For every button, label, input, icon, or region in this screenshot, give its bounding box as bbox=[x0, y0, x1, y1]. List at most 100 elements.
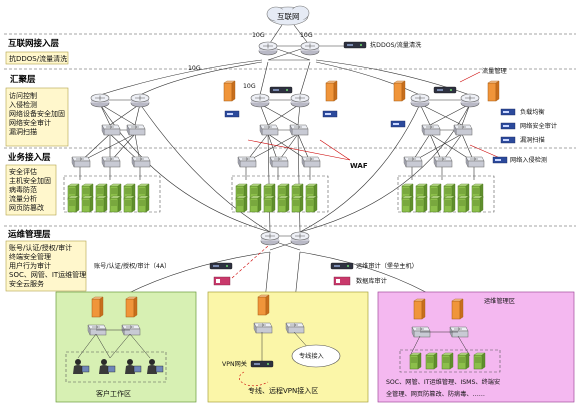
ops-layer-devices: 账号/认证/授权/审计（4A） 运维审计（堡垒主机） 数据库审计 bbox=[94, 231, 418, 286]
firewall bbox=[487, 80, 500, 102]
cloud-label: 互联网 bbox=[277, 12, 300, 21]
layer-item: 网络设备安全加固 bbox=[9, 109, 65, 118]
layer-item: 漏洞扫描 bbox=[9, 127, 37, 136]
link-label: 10G bbox=[252, 32, 265, 39]
zone-ops-desc-1: SOC、网管、IT运维管理、ISMS、终端安 bbox=[386, 378, 500, 386]
audit-box bbox=[224, 110, 240, 118]
ddos-appliance bbox=[343, 41, 367, 49]
zone-client-workspace: 客户工作区 bbox=[55, 291, 197, 403]
layer-ops-management: 运维管理层 账号/认证/授权/审计 终端安全管理 用户行为审计 SOC、网管、I… bbox=[5, 229, 87, 292]
firewall bbox=[325, 80, 338, 102]
four-a-redbox bbox=[213, 276, 231, 286]
switch bbox=[421, 124, 441, 136]
service-access-zone bbox=[63, 156, 495, 213]
zone-vpn-label: 专线、远程VPN接入区 bbox=[248, 386, 318, 395]
traffic-mgmt-appliance bbox=[433, 86, 457, 94]
ids-box bbox=[492, 156, 508, 164]
zone-client-label: 客户工作区 bbox=[96, 389, 131, 398]
link-label: 10G bbox=[243, 83, 256, 90]
link-label: 10G bbox=[188, 65, 201, 72]
db-audit-box bbox=[333, 276, 351, 286]
zone-ops-desc-2: 全管理、网页防篡改、防病毒、…… bbox=[386, 390, 485, 398]
switch bbox=[126, 124, 146, 136]
core-router bbox=[258, 41, 278, 56]
server-group-middle bbox=[235, 183, 318, 213]
switch bbox=[285, 322, 305, 334]
layer-item: 安全评估 bbox=[9, 167, 37, 176]
firewall bbox=[125, 296, 138, 318]
layer-item: 流量分析 bbox=[9, 194, 37, 203]
callout-vuln-scan: 漏洞扫描 bbox=[520, 136, 545, 144]
layer-item: 网页防篡改 bbox=[9, 203, 44, 212]
ops-router bbox=[260, 231, 280, 246]
server-group-left bbox=[67, 183, 150, 213]
layer-item: 访问控制 bbox=[9, 91, 37, 100]
layer-aggregation: 汇聚层 访问控制 入侵检测 网络设备安全加固 网络安全审计 漏洞扫描 bbox=[5, 74, 69, 147]
vpn-gateway bbox=[250, 360, 274, 368]
firewall bbox=[223, 80, 236, 102]
load-balancer bbox=[500, 108, 516, 116]
internet-cloud: 互联网 bbox=[266, 5, 310, 26]
aggregation-router bbox=[90, 93, 110, 108]
access-switch bbox=[131, 156, 151, 168]
callout-traffic-mgmt: 流量管理 bbox=[482, 67, 507, 75]
aggregation-router bbox=[250, 93, 270, 108]
ops-router bbox=[290, 231, 310, 246]
layer-item: SOC、网管、IT运维管理 bbox=[9, 270, 86, 279]
callout-db-audit: 数据库审计 bbox=[356, 277, 387, 285]
callout-4a: 账号/认证/授权/审计（4A） bbox=[94, 262, 170, 270]
callout-waf: WAF bbox=[350, 162, 368, 170]
layer-title: 运维管理层 bbox=[8, 229, 51, 240]
zone-vpn: VPN网关 专线接入 专线、远程VPN接入区 bbox=[207, 291, 369, 403]
switch bbox=[259, 124, 279, 136]
firewall bbox=[413, 298, 426, 320]
zone-ops-management: 运维管理区 SOC、网管、IT运维管理、ISMS、终端安 全管理、网页防篡改、防… bbox=[377, 291, 575, 403]
network-links bbox=[79, 24, 475, 301]
layer-service-access: 业务接入层 安全评估 主机安全加固 病毒防范 流量分析 网页防篡改 bbox=[5, 152, 57, 216]
access-switch bbox=[433, 156, 453, 168]
audit-box bbox=[322, 110, 338, 118]
callout-ids: 网络入侵检测 bbox=[510, 156, 547, 164]
aggregation-callouts: 流量管理 负载均衡 网络安全审计 漏洞扫描 网络入侵检测 WAF bbox=[247, 67, 557, 170]
core-router bbox=[300, 41, 320, 56]
aggregation-appliance bbox=[269, 86, 293, 94]
ops-audit-appliance bbox=[330, 262, 354, 270]
callout-net-audit: 网络安全审计 bbox=[520, 122, 557, 130]
access-switch bbox=[269, 156, 289, 168]
layer-title: 业务接入层 bbox=[8, 152, 51, 163]
layer-item: 主机安全加固 bbox=[9, 176, 51, 185]
layer-item: 病毒防范 bbox=[9, 185, 37, 194]
aggregation-router bbox=[460, 93, 480, 108]
access-switch bbox=[465, 156, 485, 168]
access-switch bbox=[101, 156, 121, 168]
core-routers: 抗DDOS/流量清洗 bbox=[258, 41, 422, 56]
access-switch bbox=[403, 156, 423, 168]
zone-ops-label: 运维管理区 bbox=[484, 297, 515, 305]
layer-item: 抗DDOS/流量清洗 bbox=[9, 54, 67, 63]
layer-internet-access: 互联网接入层 抗DDOS/流量清洗 bbox=[5, 38, 69, 65]
vuln-scanner bbox=[500, 136, 516, 144]
switch bbox=[253, 322, 273, 334]
link-label: 10G bbox=[300, 32, 313, 39]
four-a-appliance bbox=[209, 262, 233, 270]
layer-item: 账号/认证/授权/审计 bbox=[9, 243, 72, 252]
server-group-right bbox=[401, 183, 484, 213]
layer-item: 安全云服务 bbox=[9, 279, 44, 288]
link-labels: 10G 10G 10G 10G bbox=[188, 32, 313, 90]
aggregation-router bbox=[290, 93, 310, 108]
audit-box bbox=[390, 120, 406, 128]
vpn-gateway-label: VPN网关 bbox=[222, 360, 247, 368]
switch bbox=[101, 124, 121, 136]
firewall bbox=[257, 294, 270, 316]
callout-ddos: 抗DDOS/流量清洗 bbox=[370, 41, 422, 49]
access-switch bbox=[71, 156, 91, 168]
layer-title: 互联网接入层 bbox=[8, 38, 60, 49]
callout-load-balance: 负载均衡 bbox=[520, 108, 545, 116]
access-switch bbox=[301, 156, 321, 168]
firewall bbox=[393, 80, 406, 102]
access-switch bbox=[237, 156, 257, 168]
aggregation-router bbox=[410, 93, 430, 108]
layer-item: 网络安全审计 bbox=[9, 118, 51, 127]
switch bbox=[289, 124, 309, 136]
